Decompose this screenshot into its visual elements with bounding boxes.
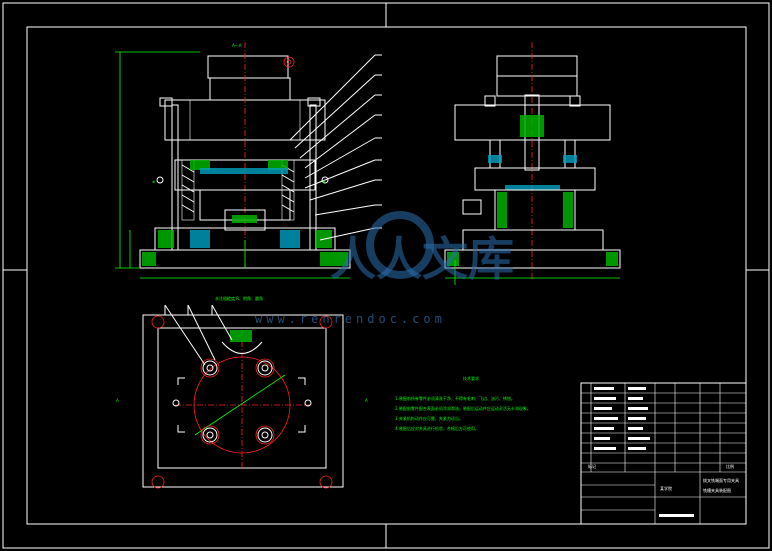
tech-line-1: 1.装配前所有零件必须清洗干净，不得有毛刺、飞边、油污、锈蚀。	[395, 395, 515, 401]
school-name: 某学院	[660, 485, 672, 491]
tech-line-3: 3.夹紧机构动作应可靠，夹紧力适当。	[395, 415, 463, 421]
tech-title: 技术要求	[463, 375, 479, 381]
tech-line-2: 2.装配前零件配合表面必须涂润滑油，装配后运动件应运动灵活无卡滞现象。	[395, 405, 531, 411]
svg-text:⊕: ⊕	[152, 179, 155, 184]
svg-text:⊕: ⊕	[322, 179, 325, 184]
tech-line-4: 4.装配后应对夹具进行检验，合格后方可使用。	[395, 425, 479, 431]
front-section-view: A—A	[115, 42, 382, 279]
watermark-url: www.renrendoc.com	[255, 312, 446, 326]
title-line-2: 铣槽夹具装配图	[703, 487, 731, 493]
watermark-brand: 人人文库	[330, 232, 514, 286]
top-view: 未注粗糙度 R、倒角、圆角	[142, 295, 344, 489]
side-view	[444, 42, 621, 285]
watermark: 人人文库 www.renrendoc.com	[255, 211, 514, 326]
watermark-logo-icon	[366, 211, 434, 279]
top-note: 未注粗糙度 R、倒角、圆角	[215, 295, 263, 301]
scale-label: 比例	[726, 463, 734, 469]
mark-label: 标记	[588, 463, 596, 469]
section-mark-left: A	[116, 398, 119, 403]
title-line-1: 拨叉铣端面专用夹具	[703, 477, 739, 483]
section-mark-right: A	[365, 398, 368, 403]
technical-requirements: 技术要求 1.装配前所有零件必须清洗干净，不得有毛刺、飞边、油污、锈蚀。 2.装…	[395, 375, 531, 431]
section-label: A—A	[232, 43, 242, 48]
title-block: 标记 比例 某学院 拨叉铣端面专用夹具 铣槽夹具装配图	[580, 382, 747, 525]
